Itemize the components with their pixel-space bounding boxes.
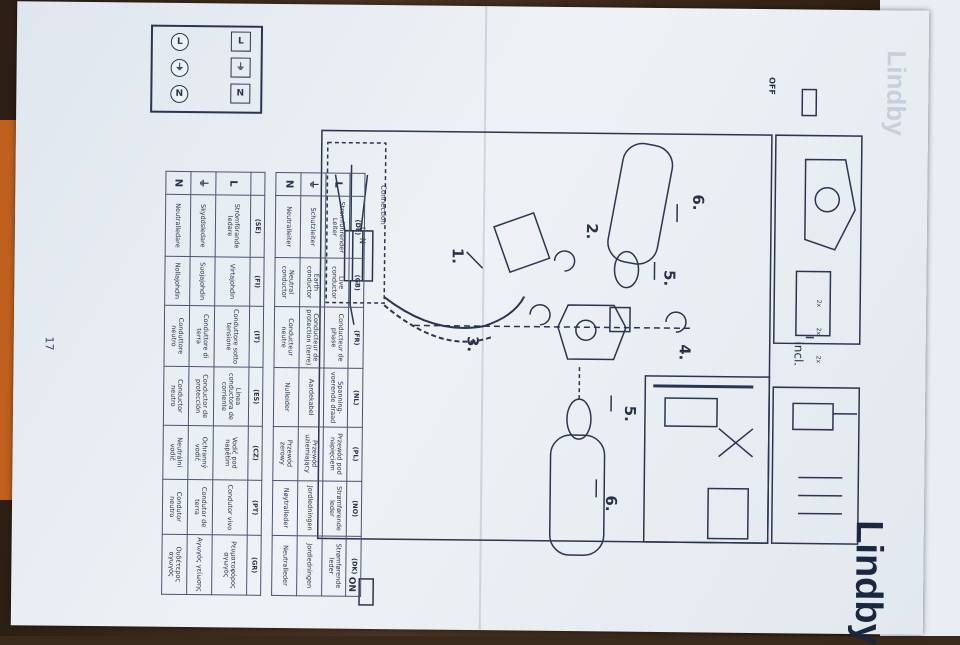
table-header-cell: (ES) — [248, 367, 263, 426]
parts-box — [774, 135, 862, 344]
table-cell: Stromführender Leiter — [325, 196, 350, 258]
table-cell: Jordledningen — [297, 481, 322, 536]
table-cell: Vodič pod napětím — [212, 425, 248, 480]
table-cell: Przewód uziemiający — [298, 426, 323, 481]
brand-watermark: Lindby — [880, 50, 912, 136]
table-cell: Nøytralleder — [272, 480, 297, 535]
table-cell: Strømførende leder — [321, 536, 346, 596]
table-header-cell: (NL) — [348, 368, 363, 427]
page-number: 17 — [43, 337, 56, 351]
table-header-cell: (FR) — [348, 307, 363, 369]
neutral-terminal: N — [170, 85, 188, 103]
live-box: L — [231, 31, 251, 51]
table-header-cell: (DE) — [350, 196, 365, 258]
table-header-cell — [250, 172, 265, 195]
table-cell: Conducteur de protection (terre) — [299, 306, 324, 368]
step-2-label: 2. — [583, 223, 601, 239]
conductor-symbol: ⏚ — [191, 172, 216, 195]
table-cell: Przewód zerowy — [273, 426, 298, 481]
conductor-symbol: L — [215, 172, 250, 195]
conductor-symbol: N — [276, 172, 301, 195]
table-cell: Nulleider — [274, 368, 299, 427]
table-header-cell: (FI) — [249, 257, 264, 306]
table-cell: Przewód pod napięciem — [322, 427, 347, 482]
step-3-label: 3. — [464, 336, 482, 352]
table-cell: Conduttore di terra — [189, 305, 214, 367]
table-header-cell: (GB) — [349, 258, 364, 307]
conductor-symbol: N — [166, 171, 191, 194]
brand-logo: Lindby — [846, 520, 890, 645]
earth-terminal: ⏚ — [171, 59, 189, 77]
wiring-diagram: L ⏚ N L ⏚ N — [150, 25, 263, 114]
live-terminal: L — [171, 33, 189, 51]
table-cell: Condutor vivo — [212, 480, 248, 535]
table-cell: Neutrální vodič — [163, 425, 188, 480]
table-cell: Strømførende leder — [322, 481, 347, 536]
table-cell: Schutzleiter — [300, 196, 325, 258]
table-cell: Conduttore sotto tensione — [214, 306, 250, 368]
table-cell: Nollajohdin — [165, 256, 190, 305]
table-header-cell: (PT) — [247, 480, 262, 535]
included-label: incl. — [792, 341, 806, 366]
table-cell: Línea conductora de corriente — [213, 367, 249, 426]
table-cell: Neutralleiter — [275, 195, 300, 257]
table-cell: Spanning-voerende draad — [323, 368, 348, 427]
table-cell: Skyddsledare — [190, 195, 215, 257]
table-cell: Ρευματοφόρος αγωγός — [211, 535, 247, 596]
neutral-box: N — [230, 83, 250, 103]
table-cell: Strömförande ledare — [215, 195, 251, 257]
qty-label: 2x — [815, 328, 822, 335]
table-cell: Earth conductor — [300, 258, 325, 307]
step-4-label: 4. — [676, 344, 694, 360]
table-cell: Ουδέτερος αγωγός — [162, 534, 187, 594]
table-cell: Virtajohdin — [214, 257, 250, 306]
conductor-symbol: ⏚ — [301, 173, 326, 196]
table-cell: Jordledningen — [297, 536, 322, 596]
table-header-cell: (NO) — [347, 481, 362, 536]
table-header-cell: (IT) — [249, 306, 264, 368]
table-cell: Aardekabel — [298, 368, 323, 427]
step-5-label: 5. — [621, 406, 639, 422]
wall-detail-box — [644, 376, 770, 543]
table-cell: Conduttore neutro — [164, 305, 190, 367]
step-6-label: 6. — [602, 495, 620, 511]
table-cell: Ochranný vodič — [188, 425, 213, 480]
table-cell: Live conductor — [324, 258, 349, 307]
table-header-cell: (DK) — [346, 536, 361, 596]
table-cell: Αγωγός γείωσης — [186, 534, 211, 594]
conductor-symbol: L — [325, 173, 350, 196]
step-1-label: 1. — [449, 248, 467, 264]
table-cell: Conducteur neutre — [274, 306, 299, 368]
table-cell: Condutor neutro — [162, 479, 187, 534]
table-cell: Neutralleder — [272, 535, 297, 595]
switch-off-label: OFF — [767, 77, 776, 95]
step-6-label: 6. — [689, 194, 707, 210]
table-cell: Conducteur de phase — [324, 307, 349, 369]
table-cell: Suojajohdin — [189, 257, 214, 306]
table-cell: Conductor neutro — [163, 367, 188, 426]
table-header-cell: (GR) — [246, 535, 261, 595]
table-header-cell: (CZ) — [247, 426, 262, 480]
instruction-sheet: Lindby Lindby OFF ON incl. 2x 2x 2x Conn… — [11, 1, 929, 635]
step-5-label: 5. — [660, 270, 678, 286]
table-header-cell: (PL) — [347, 427, 362, 481]
qty-label: 2x — [815, 356, 822, 363]
table-cell: Conductor de protección — [188, 367, 213, 426]
table-cell: Condutor de terra — [187, 479, 212, 534]
earth-box: ⏚ — [231, 57, 251, 77]
table-cell: Neutral conductor — [275, 258, 300, 307]
qty-label: 2x — [815, 300, 822, 307]
table-header-cell — [350, 173, 365, 196]
table-header-cell: (SE) — [250, 195, 265, 257]
table-cell: Neutralledare — [165, 194, 191, 256]
connection-label: Connection — [379, 185, 387, 225]
